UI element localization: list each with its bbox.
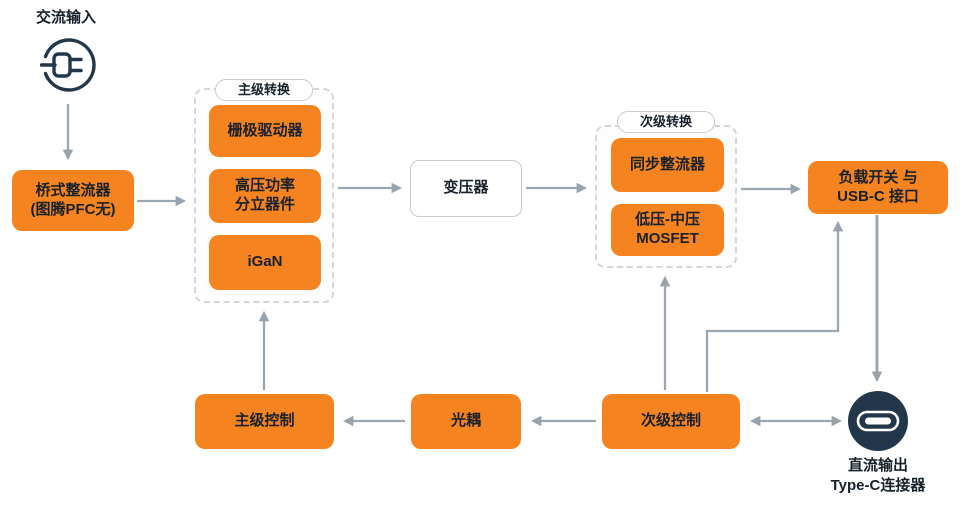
- node-lv-mv-mosfet: 低压-中压 MOSFET: [611, 204, 724, 256]
- dc-output-label: 直流输出 Type-C连接器: [830, 457, 926, 495]
- primary-group-title: 主级转换: [214, 79, 314, 101]
- primary-conversion-group: 主级转换 栅极驱动器 高压功率 分立器件 iGaN: [194, 79, 334, 303]
- node-hv-power-discretes: 高压功率 分立器件: [209, 169, 321, 223]
- ac-plug-icon: [39, 36, 98, 94]
- node-gate-driver: 栅极驱动器: [209, 105, 321, 157]
- node-sync-rectifier: 同步整流器: [611, 138, 724, 192]
- node-optocoupler: 光耦: [411, 394, 521, 449]
- ac-input-label: 交流输入: [36, 9, 97, 26]
- secondary-conversion-group: 次级转换 同步整流器 低压-中压 MOSFET: [595, 111, 737, 268]
- node-igan: iGaN: [209, 235, 321, 290]
- node-transformer: 变压器: [410, 160, 522, 217]
- secondary-group-title: 次级转换: [616, 111, 716, 133]
- usb-c-connector-icon: [848, 391, 908, 451]
- node-primary-control: 主级控制: [195, 394, 334, 449]
- node-secondary-control: 次级控制: [602, 394, 740, 449]
- node-load-switch-usbc: 负载开关 与 USB-C 接口: [808, 161, 948, 214]
- node-bridge-rectifier: 桥式整流器 (图腾PFC无): [12, 170, 134, 231]
